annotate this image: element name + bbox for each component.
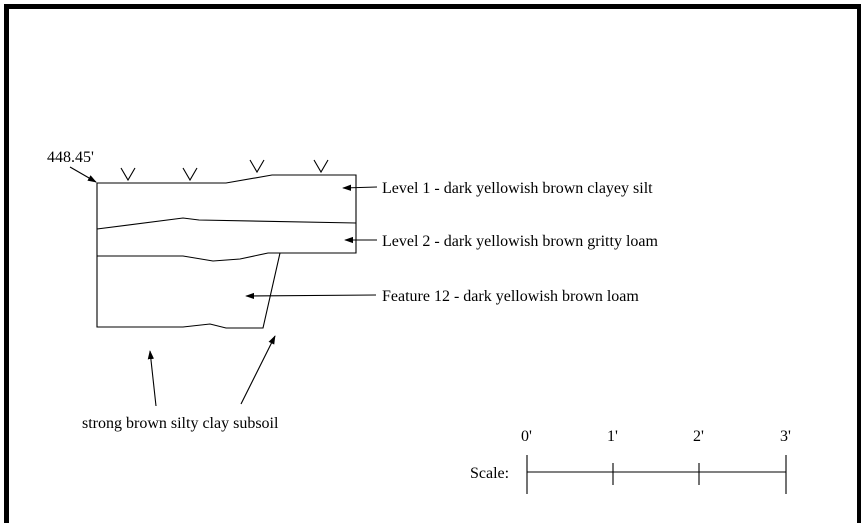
surface-marker: [313, 159, 329, 174]
surface-marker: [120, 167, 136, 182]
surface-marker: [249, 159, 265, 174]
scale-tick-label: 3': [780, 428, 791, 445]
level2-label: Level 2 - dark yellowish brown gritty lo…: [382, 233, 658, 250]
subsoil-arrow-left: [147, 350, 157, 407]
drawing-frame: [4, 4, 861, 523]
surface-marker: [182, 167, 198, 182]
level2-base-boundary: [97, 252, 280, 262]
elevation-label: 448.45': [47, 149, 94, 166]
level1-label: Level 1 - dark yellowish brown clayey si…: [382, 180, 653, 197]
level1-level2-boundary: [96, 217, 357, 230]
elevation-arrow: [69, 166, 97, 183]
scale-tick-label: 0': [521, 428, 532, 445]
scale-tick-label: 2': [693, 428, 704, 445]
scale-label: Scale:: [470, 465, 509, 482]
subsoil-arrow-right: [240, 335, 276, 405]
feature12-label: Feature 12 - dark yellowish brown loam: [382, 288, 639, 305]
subsoil-label: strong brown silty clay subsoil: [82, 415, 279, 432]
feature12-arrow: [245, 292, 377, 300]
scale-tick-label: 1': [607, 428, 618, 445]
profile-outline: [96, 174, 357, 329]
level1-arrow: [342, 184, 378, 191]
